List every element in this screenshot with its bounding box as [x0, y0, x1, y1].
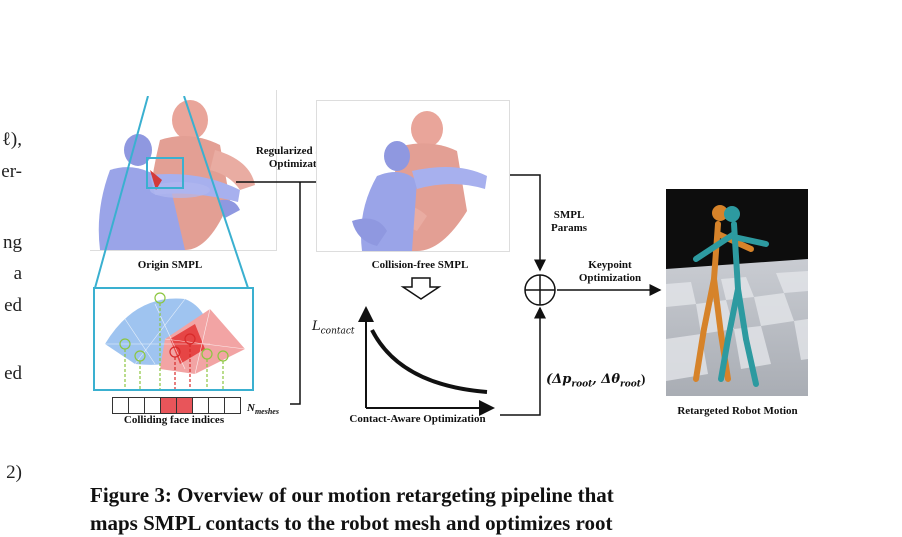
regularized-shape-line2: Optimization — [268, 158, 332, 170]
keypoint-optimization-line: Optimization — [578, 272, 642, 284]
left-fragment: ed — [4, 363, 22, 384]
left-fragment: ℓ), — [1, 129, 22, 150]
caption-line2: maps SMPL contacts to the robot mesh and… — [90, 511, 613, 535]
left-fragment: ed — [4, 295, 22, 316]
collision-free-label: Collision-free SMPL — [371, 259, 469, 271]
contact-aware-label: Contact-Aware Optimization — [349, 413, 486, 425]
retargeted-robot-label: Retargeted Robot Motion — [677, 405, 798, 417]
colliding-face-indices-bar — [112, 397, 241, 414]
delta-p-subscript: root — [571, 379, 593, 390]
l-contact-symbol: L — [312, 319, 321, 334]
n-meshes-label: Nmeshes — [247, 402, 279, 416]
left-fragment: ng — [3, 232, 22, 253]
collision-free-smpl-image — [316, 100, 510, 252]
n-meshes-symbol: N — [247, 402, 255, 414]
delta-theta-subscript: root — [620, 379, 641, 390]
keypoint-optimization-label: Keypoint Optimization — [565, 259, 655, 285]
params-line: Params — [550, 222, 588, 234]
delta-p-symbol: (Δp — [546, 372, 572, 387]
keypoint-line: Keypoint — [588, 259, 632, 271]
colliding-face-indices-label: Colliding face indices — [123, 414, 225, 426]
collision-zoom-panel — [93, 287, 254, 391]
l-contact-subscript: contact — [320, 326, 355, 337]
left-fragment: a — [13, 263, 22, 284]
left-fragment: er- — [1, 161, 22, 182]
origin-smpl-label: Origin SMPL — [137, 259, 203, 271]
caption-line1: Figure 3: Overview of our motion retarge… — [90, 483, 614, 507]
flow-arrows — [236, 174, 662, 416]
l-contact-label: Lcontact — [312, 318, 355, 337]
zoom-connector — [94, 96, 249, 289]
delta-close: ) — [640, 371, 646, 386]
smpl-line: SMPL — [553, 209, 585, 221]
figure-caption: Figure 3: Overview of our motion retarge… — [90, 481, 850, 537]
delta-root-params: (Δproot, Δθroot) — [546, 371, 645, 390]
left-fragment: 2) — [6, 462, 22, 483]
smpl-params-label: SMPL Params — [544, 209, 594, 235]
index-cell — [224, 397, 241, 414]
retargeted-robot-image — [666, 189, 808, 396]
delta-theta-symbol: , Δθ — [592, 372, 621, 387]
n-meshes-subscript: meshes — [254, 407, 279, 417]
